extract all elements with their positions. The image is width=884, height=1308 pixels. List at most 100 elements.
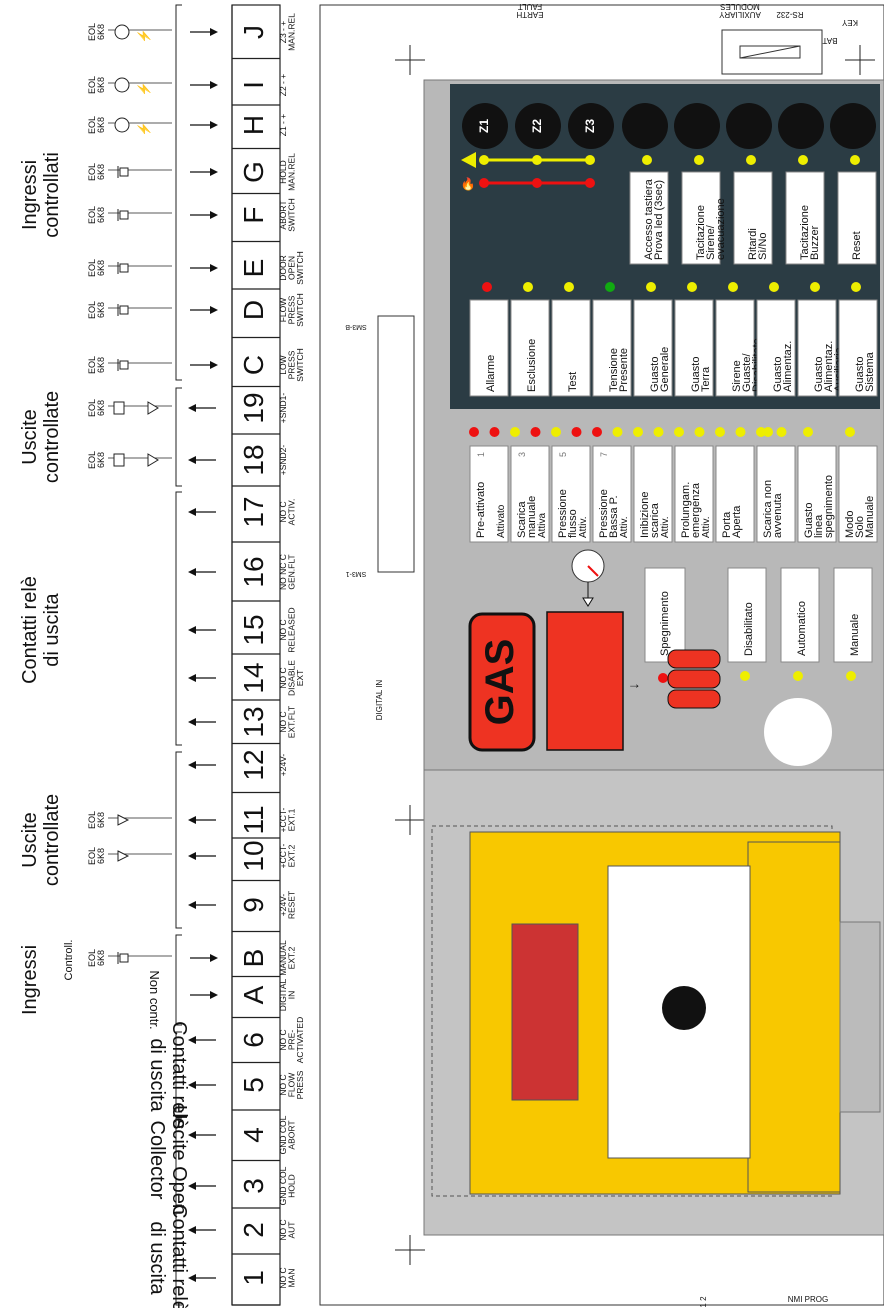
terminal-id-14: 14 (238, 662, 269, 693)
terminal-id-4: 4 (238, 1127, 269, 1143)
cylinder-icon (667, 689, 721, 709)
terminal-desc-3: GND COLHOLD (278, 1166, 297, 1205)
arrow-head (188, 1081, 196, 1089)
terminal-desc-18: +SND2- (278, 445, 288, 476)
button-led (642, 155, 652, 165)
terminal-id-6: 6 (238, 1032, 269, 1048)
diode (117, 850, 130, 862)
status-box (715, 299, 755, 397)
ext-led (756, 427, 766, 437)
terminal-id-17: 17 (238, 496, 269, 527)
mode-label: Manuale (849, 614, 861, 656)
label-auxiliary: AUXILIARYMODULES (719, 2, 761, 19)
status-label: Esclusione (526, 339, 538, 392)
group-label-ingressi-controllati: Ingressicontrollati (19, 152, 63, 238)
warn-triangle-icon (461, 152, 476, 168)
ext-box (797, 445, 837, 543)
eol-label: EOL6K8 (87, 23, 106, 41)
zone-circle-Z2 (515, 103, 561, 149)
ext-label: Scaricamanuale (516, 496, 538, 538)
sublabel-non-contr: Non contr. (147, 970, 162, 1029)
eol-resistor: EOL6K8⚡ (87, 23, 172, 43)
ext-num: 3 (517, 452, 527, 457)
ext-led (735, 427, 746, 437)
terminal-id-1: 1 (238, 1270, 269, 1286)
button-led (746, 155, 756, 165)
status-led (564, 282, 574, 292)
status-box (592, 299, 632, 397)
zone-label-Z1: Z1 (477, 119, 491, 133)
terminal-id-3: 3 (238, 1178, 269, 1194)
sm3-connector (377, 315, 415, 573)
arrow-head (210, 81, 218, 89)
diode (117, 814, 130, 826)
zone-label-Z3: Z3 (583, 119, 597, 133)
eol-resistor: EOL6K8 (87, 206, 172, 224)
terminal-id-G: G (238, 161, 269, 183)
terminal-desc-4: GND COLABORT (278, 1115, 297, 1154)
terminal-desc-I: Z2 - + (278, 74, 288, 96)
terminal-desc-10: +CCT-EXT.2 (278, 843, 297, 868)
label-digital-in: DIGITAL IN (375, 680, 384, 721)
mode-label: Disabilitato (743, 602, 755, 656)
eol-resistor: EOL6K8 (87, 451, 172, 469)
arrow-head (188, 508, 196, 516)
ext-label: PressioneBassa P. (598, 489, 620, 538)
switch-box (119, 167, 129, 177)
mode-button (780, 567, 820, 663)
gas-label: GAS (478, 639, 522, 726)
eol-label: EOL6K8 (87, 206, 106, 224)
status-led (728, 282, 738, 292)
arrow-head (188, 1226, 196, 1234)
eol-resistor: EOL6K8 (87, 949, 172, 967)
status-label: GuastoSistema (854, 351, 876, 392)
group-bracket (175, 491, 182, 746)
siren-box (113, 453, 125, 467)
eol-label: EOL6K8 (87, 116, 106, 134)
group-bracket (175, 4, 182, 381)
group-label-contatti-rele-1: Contatti relèdi uscita (19, 576, 63, 684)
ext-label: Inibizionescarica (639, 492, 661, 538)
terminal-desc-15: NO CRELEASED (278, 607, 297, 652)
ext-sub: Attiva (537, 513, 548, 538)
terminal-desc-F: ABORTSWITCH (278, 198, 297, 232)
eol-label: EOL6K8 (87, 847, 106, 865)
arrow-head (188, 852, 196, 860)
eol-label: EOL6K8 (87, 301, 106, 319)
zone-led-red (479, 178, 489, 188)
label-bat: BAT (822, 36, 837, 45)
eol-resistor: EOL6K8 (87, 811, 172, 829)
ext-label: Scarica nonavvenuta (762, 480, 784, 538)
ext-label: Pre-attivato (475, 482, 487, 538)
detector-circle (114, 24, 130, 40)
terminal-desc-9: +24V-RESET (278, 891, 297, 919)
zone-led-yellow (585, 155, 595, 165)
zone-circle-Z1 (462, 103, 508, 149)
panel-button-label: TacitazioneSirene/evacuazione (695, 198, 727, 260)
label-nmi-prog: NMI PROG (788, 1295, 828, 1304)
switch-box (119, 263, 129, 273)
terminal-id-E: E (238, 259, 269, 278)
ext-num: 7 (599, 452, 609, 457)
round-button (778, 103, 824, 149)
arrow-head (210, 361, 218, 369)
ext-label: ModoSoloManuale (844, 496, 876, 538)
mode-button (833, 567, 873, 663)
panel-button (681, 171, 721, 265)
terminal-desc-13: NO CEXT.FLT (278, 706, 297, 738)
mode-led (740, 671, 750, 681)
group-bracket (175, 387, 182, 487)
red-panel (511, 923, 579, 1101)
label-jumper: 1 2 (699, 1296, 708, 1308)
terminal-desc-12: +24V- (278, 754, 288, 777)
group-label-contatti-rele-2: Contatti relèdi uscita (146, 1021, 190, 1129)
status-box (838, 299, 878, 397)
cylinder-icon (667, 669, 721, 689)
group-label-uscite-controllate-1: Uscitecontrollate (19, 391, 63, 483)
ext-box (633, 445, 673, 543)
status-box (756, 299, 796, 397)
status-box (551, 299, 591, 397)
arrow-head (188, 901, 196, 909)
terminal-desc-A: DIGITALIN (278, 979, 297, 1012)
ext-label: Guastolineaspegnimento (803, 475, 835, 538)
